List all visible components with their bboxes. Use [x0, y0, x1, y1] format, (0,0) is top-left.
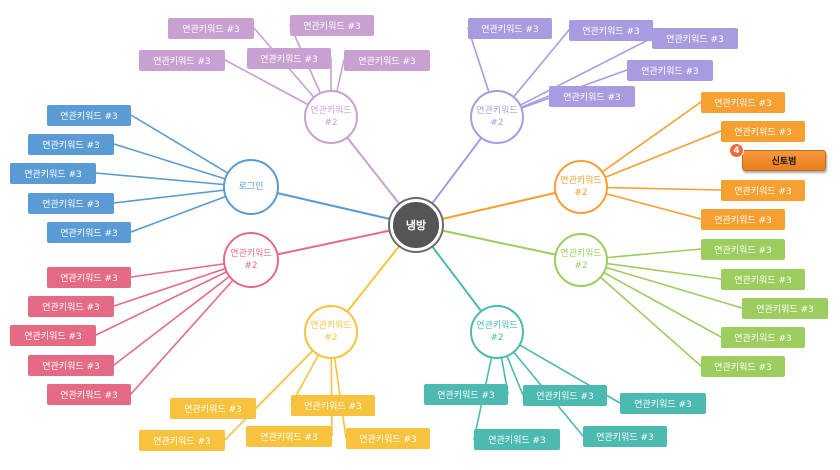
keyword-node-label: #2 [244, 261, 258, 271]
keyword-node-purple-right[interactable]: 연관키워드 #2 [470, 90, 524, 144]
keyword-node-level3[interactable]: 연관키워드 #3 [344, 50, 430, 71]
keyword-node-level3[interactable]: 연관키워드 #3 [583, 426, 667, 447]
keyword-node-label: #2 [324, 333, 338, 343]
keyword-node-level3[interactable]: 연관키워드 #3 [701, 92, 785, 113]
keyword-node-label: 연관키워드 [310, 106, 352, 116]
keyword-node-level3[interactable]: 연관키워드 #3 [28, 134, 114, 155]
connector-green [415, 224, 582, 261]
keyword-node-level3[interactable]: 연관키워드 #3 [620, 393, 706, 414]
keyword-node-level3[interactable]: 연관키워드 #3 [10, 163, 96, 184]
central-topic[interactable]: 냉방 [390, 199, 442, 251]
keyword-node-level3[interactable]: 연관키워드 #3 [291, 395, 375, 416]
connector-login [250, 186, 417, 226]
keyword-node-level3[interactable]: 연관키워드 #3 [346, 428, 430, 449]
keyword-node-level3[interactable]: 연관키워드 #3 [721, 121, 805, 142]
keyword-node-label: #2 [574, 261, 588, 271]
keyword-node-level3[interactable]: 연관키워드 #3 [170, 398, 256, 419]
keyword-node-level3[interactable]: 연관키워드 #3 [627, 60, 713, 81]
keyword-node-level3[interactable]: 연관키워드 #3 [569, 20, 653, 41]
keyword-node-level3[interactable]: 연관키워드 #3 [721, 180, 805, 201]
keyword-node-label: 연관키워드 [230, 249, 272, 259]
keyword-node-level3[interactable]: 연관키워드 #3 [290, 15, 374, 36]
leaf-connector-purple-right [496, 37, 653, 118]
keyword-node-level3[interactable]: 연관키워드 #3 [139, 430, 225, 451]
keyword-node-level3[interactable]: 연관키워드 #3 [474, 429, 560, 450]
keyword-node-orange[interactable]: 연관키워드 #2 [554, 160, 608, 214]
keyword-node-level3[interactable]: 연관키워드 #3 [247, 48, 331, 69]
keyword-node-level3[interactable]: 연관키워드 #3 [549, 86, 635, 107]
highlight-badge[interactable]: 신토범 [742, 150, 826, 171]
keyword-node-level3[interactable]: 연관키워드 #3 [468, 18, 552, 39]
keyword-node-level3[interactable]: 연관키워드 #3 [28, 193, 114, 214]
keyword-node-level3[interactable]: 연관키워드 #3 [168, 18, 254, 39]
keyword-node-level3[interactable]: 연관키워드 #3 [701, 356, 785, 377]
keyword-node-teal[interactable]: 연관키워드 #2 [470, 305, 524, 359]
keyword-node-level3[interactable]: 연관키워드 #3 [47, 384, 131, 405]
keyword-node-label: 연관키워드 [560, 176, 602, 186]
keyword-node-label: #2 [490, 118, 504, 128]
leaf-connector-green [580, 259, 743, 309]
priority-marker-icon: 4 [729, 143, 744, 158]
keyword-node-level3[interactable]: 연관키워드 #3 [10, 325, 96, 346]
keyword-node-level3[interactable]: 연관키워드 #3 [47, 267, 131, 288]
keyword-node-login[interactable]: 로그인 [223, 159, 279, 215]
keyword-node-level3[interactable]: 연관키워드 #3 [47, 222, 131, 243]
keyword-node-yellow[interactable]: 연관키워드 #2 [304, 305, 358, 359]
keyword-node-level3[interactable]: 연관키워드 #3 [742, 298, 828, 319]
keyword-node-level3[interactable]: 연관키워드 #3 [721, 269, 805, 290]
leaf-connector-pink [130, 259, 252, 395]
keyword-node-level3[interactable]: 연관키워드 #3 [701, 239, 785, 260]
keyword-node-level3[interactable]: 연관키워드 #3 [139, 50, 225, 71]
keyword-node-level3[interactable]: 연관키워드 #3 [47, 105, 131, 126]
keyword-node-label: 연관키워드 [476, 106, 518, 116]
keyword-node-level3[interactable]: 연관키워드 #3 [652, 28, 738, 49]
connector-orange [415, 186, 582, 226]
keyword-node-level3[interactable]: 연관키워드 #3 [246, 426, 332, 447]
keyword-node-pink[interactable]: 연관키워드 #2 [223, 232, 279, 288]
keyword-node-level3[interactable]: 연관키워드 #3 [424, 384, 508, 405]
keyword-node-label: 로그인 [238, 182, 264, 192]
keyword-node-label: 연관키워드 [560, 249, 602, 259]
keyword-node-label: #2 [574, 188, 588, 198]
keyword-node-level3[interactable]: 연관키워드 #3 [28, 355, 114, 376]
keyword-node-level3[interactable]: 연관키워드 #3 [721, 327, 805, 348]
keyword-node-level3[interactable]: 연관키워드 #3 [523, 385, 607, 406]
keyword-node-level3[interactable]: 연관키워드 #3 [28, 296, 114, 317]
keyword-node-level3[interactable]: 연관키워드 #3 [701, 209, 785, 230]
keyword-node-green[interactable]: 연관키워드 #2 [554, 233, 608, 287]
keyword-node-label: 연관키워드 [476, 321, 518, 331]
keyword-node-label: #2 [490, 333, 504, 343]
keyword-node-label: 연관키워드 [310, 321, 352, 331]
keyword-node-purple-left[interactable]: 연관키워드 #2 [304, 90, 358, 144]
keyword-node-label: #2 [324, 118, 338, 128]
